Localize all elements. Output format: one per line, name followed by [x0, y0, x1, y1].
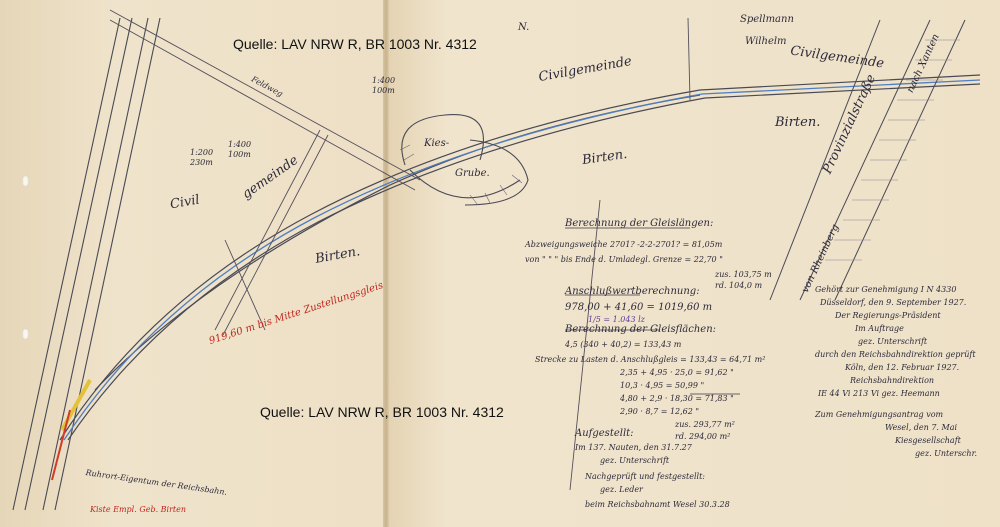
kies-label: Kies- — [424, 138, 450, 149]
scale-label: 1:400 — [228, 140, 252, 149]
birten-label: Birten. — [775, 115, 821, 130]
calc-line: Abzweigungsweiche 2701? -2-2-2701? = 81,… — [525, 240, 723, 249]
grube-label: Grube. — [455, 168, 490, 179]
approval-line: gez. Unterschr. — [915, 449, 978, 458]
gravel-pit — [401, 114, 529, 206]
owner-label: Spellmann — [740, 14, 794, 25]
source-watermark: Quelle: LAV NRW R, BR 1003 Nr. 4312 — [260, 404, 504, 420]
punch-hole — [22, 175, 29, 187]
scale-label: 1:400 — [372, 76, 396, 85]
calc-line: rd. 104,0 m — [715, 281, 763, 290]
approval-line: Im Auftrage — [855, 324, 904, 333]
scale-label: 100m — [228, 150, 251, 159]
approval-line: durch den Reichsbahndirektion geprüft — [815, 350, 976, 359]
north-arrow-label: N. — [518, 22, 530, 33]
calc-signature: beim Reichsbahnamt Wesel 30.3.28 — [585, 500, 730, 509]
approval-line: gez. Unterschrift — [858, 337, 928, 346]
approval-line: Zum Genehmigungsantrag vom — [815, 410, 944, 419]
owner-label: Wilhelm — [745, 36, 787, 47]
calc-line: 2,35 + 4,95 · 25,0 = 91,62 " — [620, 368, 734, 377]
calc-signature: Aufgestellt: — [575, 428, 634, 439]
calc-heading: Anschlußwertberechnung: — [565, 286, 700, 297]
calc-signature: gez. Leder — [600, 485, 643, 494]
approval-line: Der Regierungs-Präsident — [835, 311, 941, 320]
approval-line: Kiesgesellschaft — [895, 436, 961, 445]
calc-line: 4,5 (340 + 40,2) = 133,43 m — [565, 340, 682, 349]
calc-line: 1/5 = 1.043 lz — [588, 315, 645, 324]
calc-line: 2,90 · 8,7 = 12,62 " — [620, 407, 700, 416]
calc-signature: Nachgeprüft und festgestellt: — [585, 472, 705, 481]
approval-line: Köln, den 12. Februar 1927. — [845, 363, 960, 372]
scale-label: 1:200 — [190, 148, 214, 157]
scale-label: 230m — [190, 158, 213, 167]
approval-line: Gehört zur Genehmigung I N 4330 — [815, 285, 957, 294]
calc-line: 4,80 + 2,9 · 18,30 = 71,83 " — [620, 394, 734, 403]
property-note: Kiste Empl. Geb. Birten — [90, 505, 187, 514]
calc-signature: Im 137. Nauten, den 31.7.27 — [575, 443, 692, 452]
paper-fold — [383, 0, 389, 527]
calc-heading: Berechnung der Gleislängen: — [565, 218, 714, 229]
calc-signature: gez. Unterschrift — [600, 456, 670, 465]
calc-line: 10,3 · 4,95 = 50,99 " — [620, 381, 705, 390]
calc-line: von " " " bis Ende d. Umladegl. Grenze =… — [525, 255, 723, 264]
approval-line: IE 44 Vi 213 Vi gez. Heemann — [818, 389, 940, 398]
calc-line: rd. 294,00 m² — [675, 432, 731, 441]
main-railway — [12, 17, 161, 511]
approval-line: Reichsbahndirektion — [850, 376, 935, 385]
calc-heading: Berechnung der Gleisflächen: — [565, 324, 717, 335]
calc-line: Strecke zu Lasten d. Anschlußgleis = 133… — [535, 355, 766, 364]
source-watermark: Quelle: LAV NRW R, BR 1003 Nr. 4312 — [233, 36, 477, 52]
calc-line: 978,00 + 41,60 = 1019,60 m — [565, 302, 713, 313]
approval-line: Düsseldorf, den 9. September 1927. — [820, 298, 967, 307]
approval-line: Wesel, den 7. Mai — [885, 423, 958, 432]
calc-line: zus. 103,75 m — [715, 270, 772, 279]
calc-line: zus. 293,77 m² — [675, 420, 735, 429]
blue-siding — [63, 79, 981, 441]
scale-label: 100m — [372, 86, 395, 95]
punch-hole — [22, 328, 29, 340]
